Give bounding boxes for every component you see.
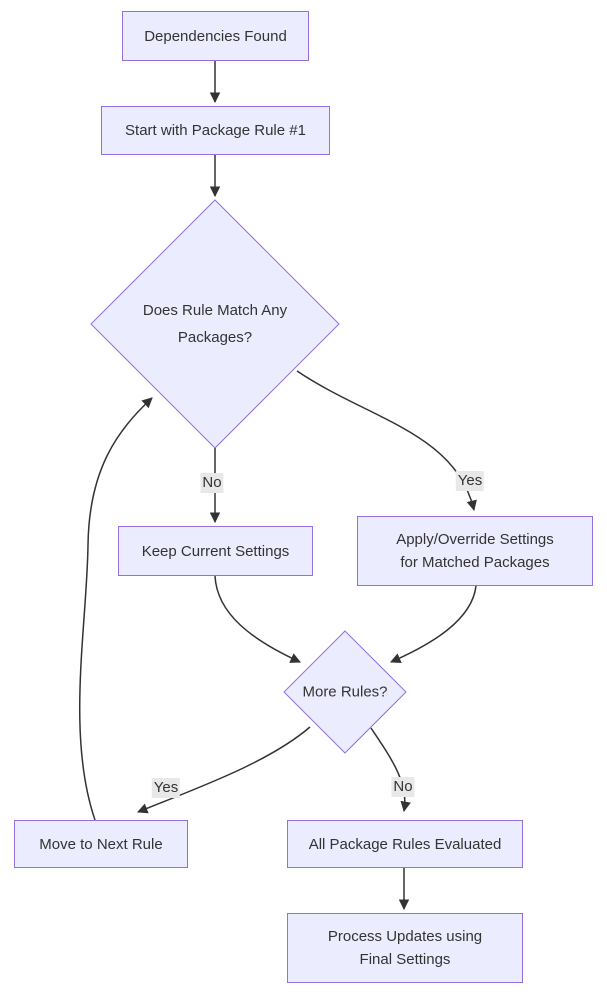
node-label: Move to Next Rule <box>39 835 163 853</box>
node-label: Dependencies Found <box>144 27 287 45</box>
node-label-line1: Apply/Override Settings <box>396 531 554 548</box>
edge-match-yes-to-apply <box>296 370 477 512</box>
diamond-label-does-rule-match: Does Rule Match Any Packages? <box>143 297 287 351</box>
edge-more-no-to-evaluated <box>370 727 411 813</box>
node-label: All Package Rules Evaluated <box>308 835 502 853</box>
edge-keep-to-more <box>214 575 301 663</box>
node-label-line2: for Matched Packages <box>400 554 550 571</box>
node-label-line2: Final Settings <box>359 951 451 968</box>
node-label: Start with Package Rule #1 <box>125 122 306 139</box>
node-all-package-rules-evaluated: All Package Rules Evaluated <box>287 820 523 868</box>
edge-label-more-no: No <box>391 777 415 797</box>
diamond-label-line1: More Rules? <box>302 683 388 701</box>
node-apply-override-settings: Apply/Override Settings for Matched Pack… <box>357 516 593 586</box>
diamond-label-line1: Does Rule Match Any <box>142 302 288 319</box>
node-label-line1: Process Updates using <box>327 928 483 945</box>
diamond-label-line2: Packages? <box>177 329 253 346</box>
node-process-updates: Process Updates using Final Settings <box>287 913 523 983</box>
edge-move-to-match-loop <box>78 397 153 821</box>
edge-apply-to-more <box>390 585 477 664</box>
edge-more-yes-to-move <box>137 726 311 814</box>
node-label: Keep Current Settings <box>141 542 290 560</box>
node-start-with-package-rule: Start with Package Rule #1 <box>101 106 330 155</box>
node-move-to-next-rule: Move to Next Rule <box>14 820 188 868</box>
node-dependencies-found: Dependencies Found <box>122 11 309 61</box>
edge-label-match-yes: Yes <box>455 471 485 491</box>
diamond-more-rules <box>283 630 407 754</box>
edge-label-match-no: No <box>200 473 224 493</box>
edge-label-more-yes: Yes <box>151 778 181 798</box>
node-keep-current-settings: Keep Current Settings <box>118 526 313 576</box>
diamond-label-more-rules: More Rules? <box>302 679 387 706</box>
